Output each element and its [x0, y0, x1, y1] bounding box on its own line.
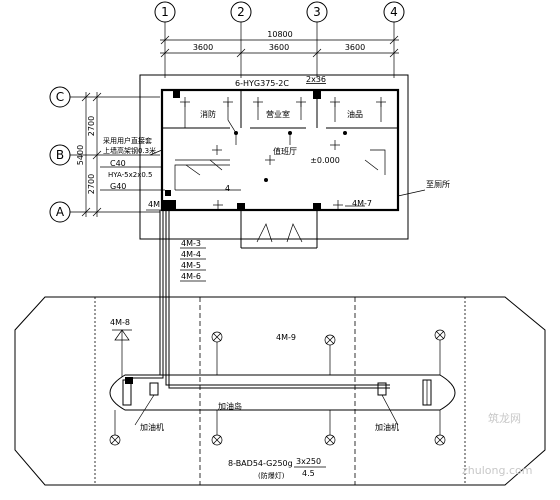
column-marker — [313, 91, 321, 99]
circuit-label-stack: 4M-3 4M-4 4M-5 4M-6 — [180, 239, 206, 282]
floor-level: ±0.000 — [310, 156, 340, 165]
dim-row-span-1: 2700 — [87, 116, 96, 136]
number-4: 4 — [225, 184, 230, 193]
lamp-icon — [324, 334, 336, 346]
circuit-4M-9: 4M-9 — [276, 333, 296, 342]
circuit-label: 4M-4 — [181, 250, 201, 259]
lamp-icon — [211, 434, 223, 446]
axis-label-1: 1 — [161, 5, 169, 19]
building-outer-wall — [139, 74, 409, 240]
room-label-fire: 消防 — [200, 109, 216, 119]
lamp-frac-bottom: 4.5 — [302, 469, 315, 478]
row-axis-bubbles: C B A — [49, 86, 160, 223]
column-marker — [313, 203, 321, 211]
column-marker — [165, 190, 171, 196]
fuel-island — [109, 374, 456, 411]
axis-label-C: C — [56, 90, 64, 104]
room-label-oil: 油品 — [347, 109, 363, 119]
toilet-label: 至厕所 — [426, 179, 450, 189]
lamp-icon — [434, 329, 446, 341]
top-dimensions: 10800 3600 3600 3600 — [160, 30, 399, 58]
label-c40: C40 — [110, 159, 126, 168]
label-hya: HYA-5x2x0.5 — [108, 171, 152, 179]
entrance-door-icon — [256, 223, 303, 243]
column-marker — [173, 91, 180, 98]
fueling-canopy: 加油岛 加油机 加油机 4M-8 4M-9 8-BAD54-G250g — [14, 296, 546, 486]
panel-label: 4M — [148, 200, 160, 209]
circuit-label: 4M-6 — [181, 272, 201, 281]
left-dimensions: 5400 2700 2700 — [76, 92, 102, 217]
axis-label-A: A — [56, 205, 65, 219]
room-label-duty: 值班厅 — [273, 146, 297, 156]
dim-total-width: 10800 — [267, 30, 292, 39]
station-building: 消防 营业室 油品 值班厅 ±0.000 至厕所 — [100, 74, 450, 249]
lamp-icon — [211, 331, 223, 343]
axis-label-4: 4 — [390, 5, 398, 19]
circuit-label: 4M-5 — [181, 261, 201, 270]
cable-label-top: 6-HYG375-2C — [235, 79, 289, 88]
note-line-1: 采用用户直接套 — [103, 136, 152, 145]
lamp-note: (防爆灯) — [258, 471, 285, 480]
distribution-panel-icon — [162, 200, 176, 210]
fuel-island-label: 加油岛 — [218, 401, 242, 411]
explosion-proof-lamps — [109, 329, 446, 446]
column-marker — [237, 203, 245, 211]
room-label-office: 营业室 — [266, 109, 290, 119]
dim-span-3: 3600 — [345, 43, 365, 52]
note-line-2: 上墙高架钢0.3米 — [103, 146, 156, 155]
circuit-label: 4M-3 — [181, 239, 201, 248]
axis-label-3: 3 — [313, 5, 321, 19]
watermark: 筑龙网 zhulong.com — [462, 411, 532, 477]
lamp-icon — [112, 329, 132, 350]
dispenser-label-left: 加油机 — [140, 422, 164, 432]
watermark-en: zhulong.com — [462, 464, 532, 477]
lamp-spec: 8-BAD54-G250g — [228, 459, 293, 468]
lamp-frac-top: 3x250 — [296, 457, 321, 466]
canopy-outline — [14, 296, 546, 486]
dim-span-1: 3600 — [193, 43, 213, 52]
column-axis-bubbles: 1 2 3 4 — [154, 1, 405, 78]
watermark-cn: 筑龙网 — [488, 411, 521, 425]
lamp-icon — [324, 434, 336, 446]
axis-label-2: 2 — [237, 5, 245, 19]
dispenser-icon — [149, 382, 159, 396]
axis-label-B: B — [56, 148, 64, 162]
feeder-cables: 4M-3 4M-4 4M-5 4M-6 — [125, 210, 390, 389]
lamp-icon — [434, 434, 446, 446]
lamp-icon — [109, 434, 121, 446]
dim-row-span-2: 2700 — [87, 174, 96, 194]
cable-spec-top: 2x36 — [306, 75, 326, 84]
dim-total-height: 5400 — [76, 145, 85, 165]
circuit-4M-8: 4M-8 — [110, 318, 130, 327]
circuit-4M-7: 4M-7 — [352, 199, 372, 208]
dispenser-label-right: 加油机 — [375, 422, 399, 432]
label-g40: G40 — [110, 182, 126, 191]
dim-span-2: 3600 — [269, 43, 289, 52]
